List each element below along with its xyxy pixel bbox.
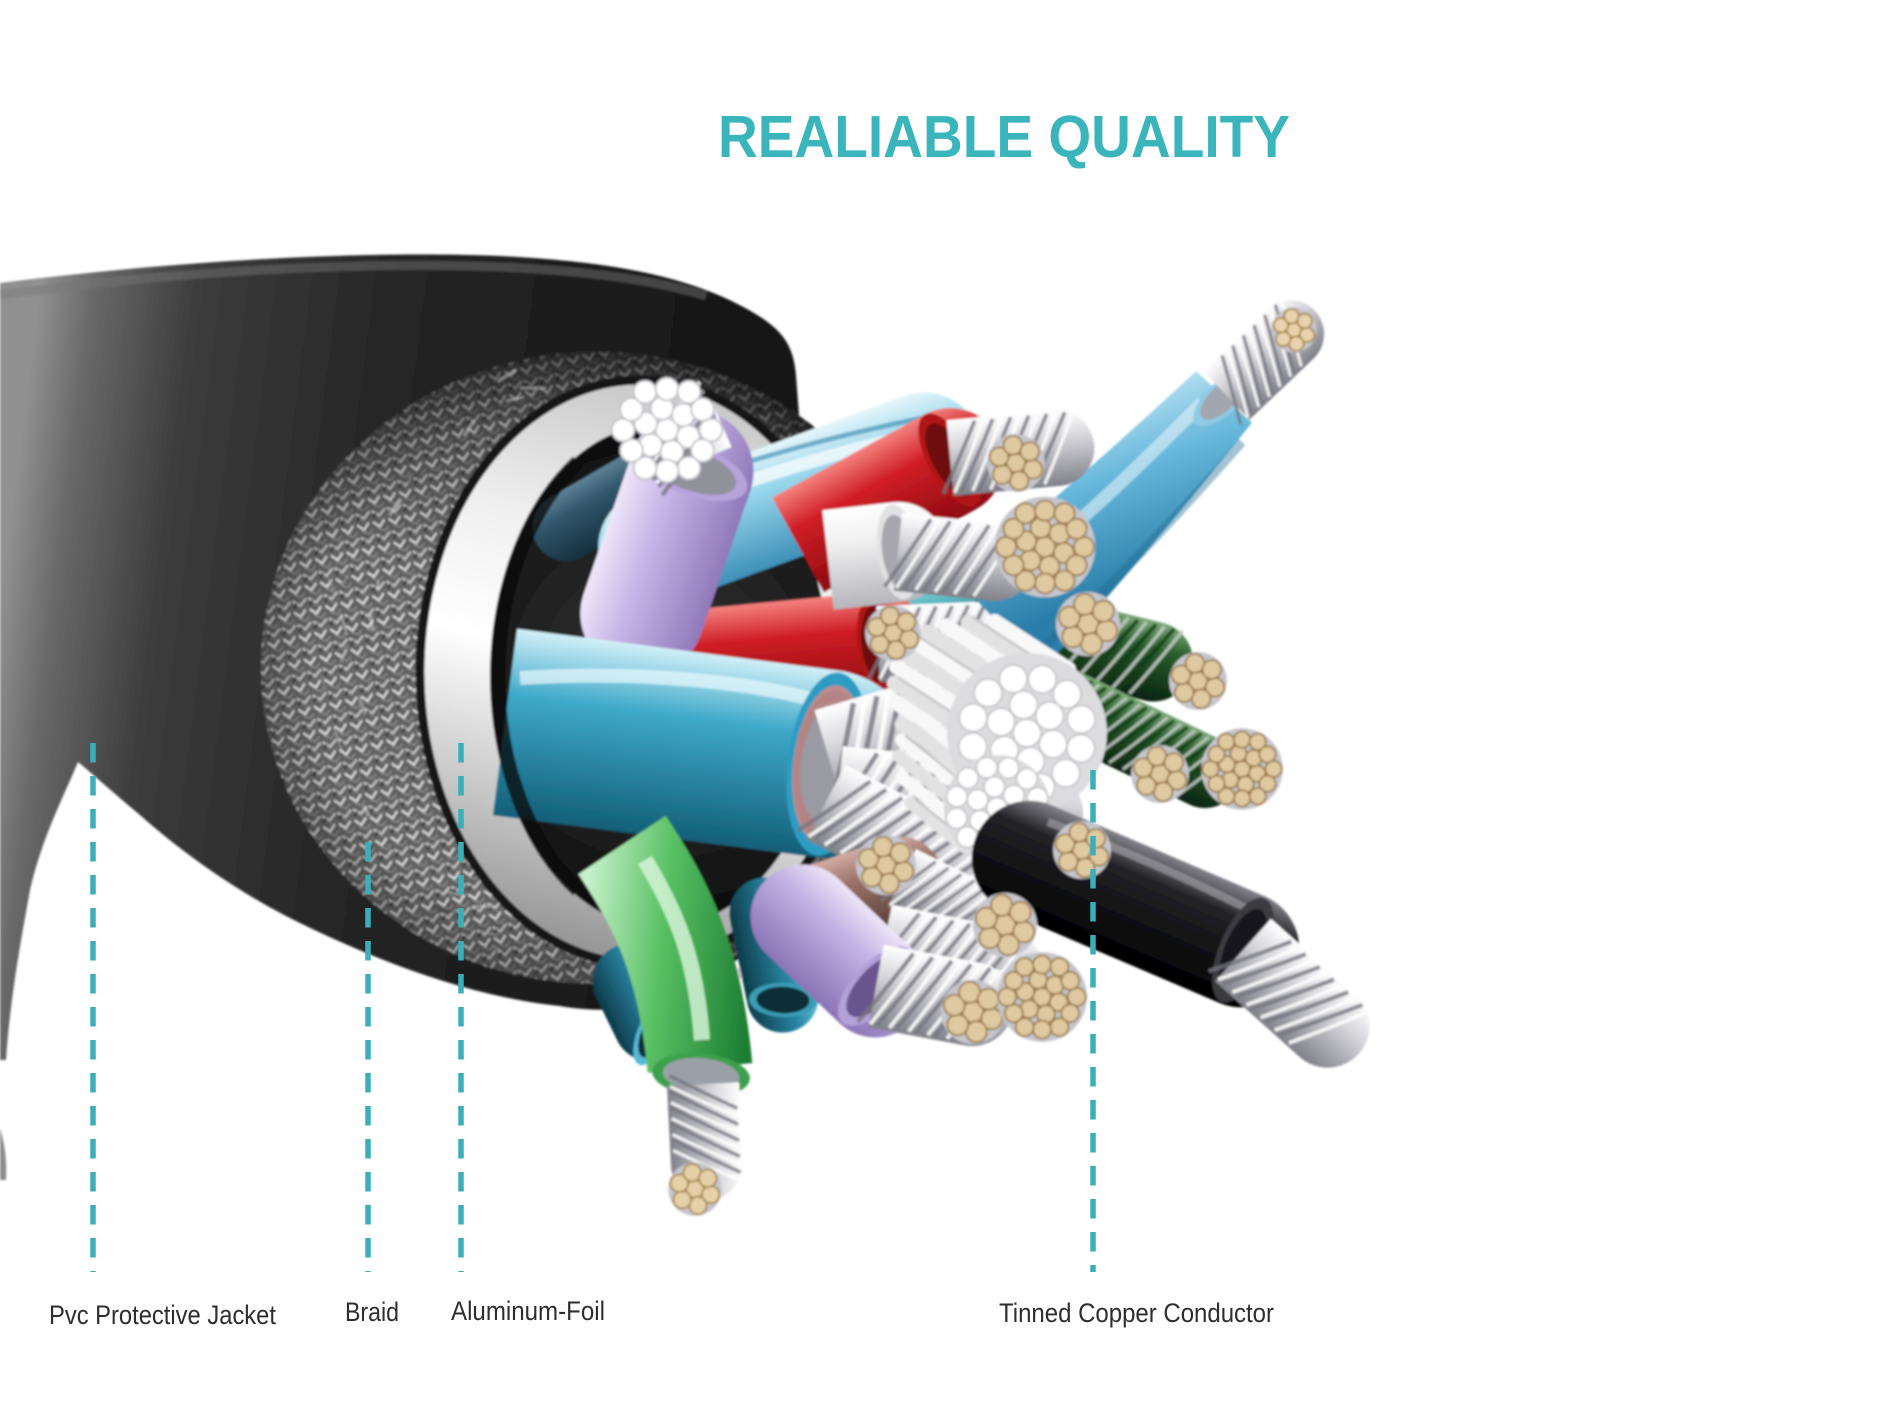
svg-text:REALIABLE QUALITY: REALIABLE QUALITY: [718, 104, 1290, 170]
svg-text:Aluminum-Foil: Aluminum-Foil: [451, 1296, 605, 1326]
svg-text:Pvc Protective Jacket: Pvc Protective Jacket: [49, 1300, 276, 1330]
svg-text:Tinned Copper Conductor: Tinned Copper Conductor: [999, 1298, 1274, 1328]
svg-text:Braid: Braid: [345, 1297, 399, 1327]
